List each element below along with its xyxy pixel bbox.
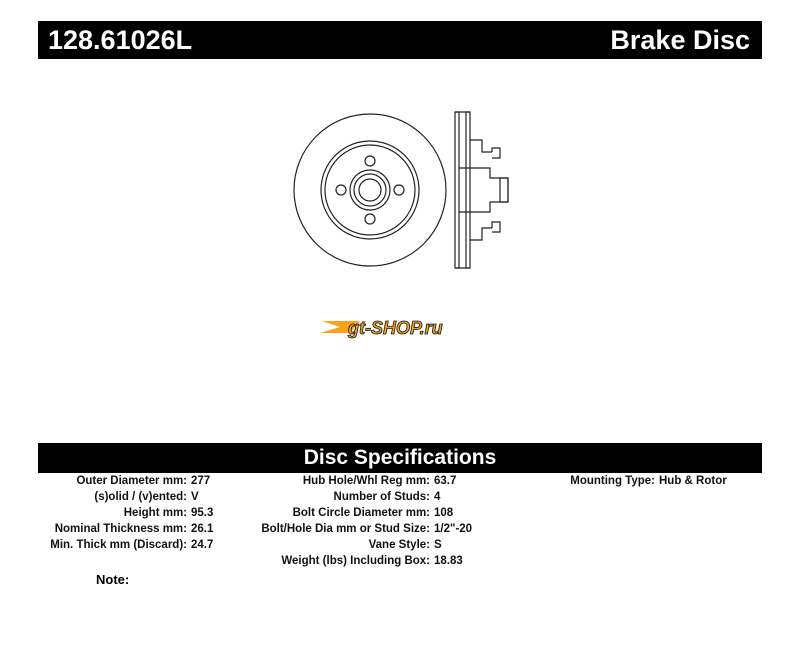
product-type: Brake Disc <box>610 25 750 55</box>
spec-value: S <box>434 539 442 551</box>
spec-row: Number of Studs: 4 <box>0 489 441 505</box>
gt-shop-logo: gt-SHOP.ru <box>320 318 443 338</box>
spec-value: 63.7 <box>434 475 457 487</box>
spec-label: Hub Hole/Whl Reg mm: <box>302 475 430 487</box>
spec-label: Outer Diameter mm: <box>76 475 187 487</box>
spec-row: Nominal Thickness mm: 26.1 <box>0 521 214 537</box>
header-bar: 128.61026L Brake Disc <box>38 21 762 59</box>
part-number: 128.61026L <box>48 25 193 55</box>
spec-value: Hub & Rotor <box>659 475 727 487</box>
spec-label: Number of Studs: <box>333 491 430 503</box>
spec-value: 1/2"-20 <box>434 523 473 535</box>
spec-value: 24.7 <box>191 539 214 551</box>
logo-text: gt-SHOP.ru <box>347 318 443 338</box>
brake-disc-front-view <box>293 111 509 269</box>
spec-row: Bolt/Hole Dia mm or Stud Size: 1/2"-20 <box>0 521 472 537</box>
spec-value: 277 <box>191 475 211 487</box>
spec-value: 108 <box>434 507 454 519</box>
brake-disc-side-view <box>454 111 509 269</box>
note-label: Note: <box>96 572 130 587</box>
spec-label: Bolt/Hole Dia mm or Stud Size: <box>261 523 430 535</box>
spec-row: Height mm: 95.3 <box>0 505 214 521</box>
spec-label: Bolt Circle Diameter mm: <box>292 507 430 519</box>
spec-row: Outer Diameter mm: 277 <box>0 473 210 489</box>
spec-value: 18.83 <box>434 555 463 567</box>
spec-label: Vane Style: <box>368 539 430 551</box>
spec-label: Height mm: <box>123 507 187 519</box>
spec-value: V <box>191 491 199 503</box>
spec-title-bar: Disc Specifications <box>38 443 762 473</box>
spec-label: Min. Thick mm (Discard): <box>50 539 187 551</box>
spec-label: Nominal Thickness mm: <box>54 523 187 535</box>
spec-row: Mounting Type: Hub & Rotor <box>0 473 726 489</box>
spec-value: 4 <box>434 491 441 503</box>
spec-label: Weight (lbs) Including Box: <box>281 555 430 567</box>
spec-row: Vane Style: S <box>0 537 442 553</box>
spec-row: (s)olid / (v)ented: V <box>0 489 198 505</box>
spec-value: 95.3 <box>191 507 214 519</box>
spec-row: Weight (lbs) Including Box: 18.83 <box>0 553 462 569</box>
spec-label: Mounting Type: <box>570 475 655 487</box>
spec-value: 26.1 <box>191 523 214 535</box>
spec-row: Hub Hole/Whl Reg mm: 63.7 <box>0 473 457 489</box>
spec-row: Min. Thick mm (Discard): 24.7 <box>0 537 213 553</box>
spec-row: Bolt Circle Diameter mm: 108 <box>0 505 454 521</box>
spec-label: (s)olid / (v)ented: <box>94 491 187 503</box>
